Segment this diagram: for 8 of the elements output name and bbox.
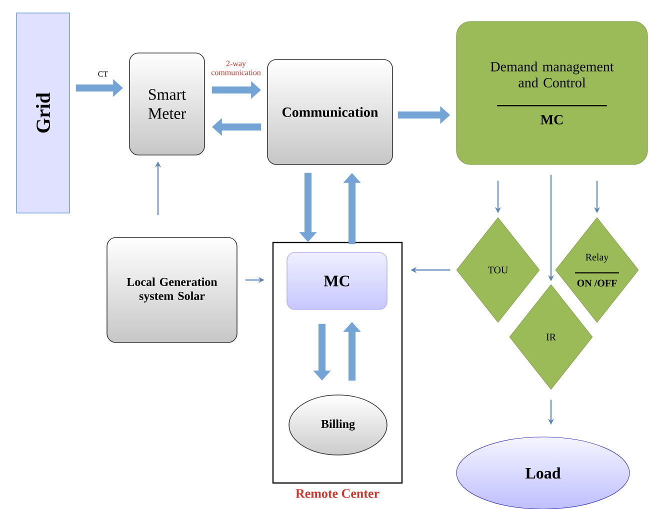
mc-box: MC — [286, 252, 388, 310]
grid-box: Grid — [16, 12, 70, 214]
control-box: Demand management and Control MC — [456, 21, 648, 165]
smart-meter-box: Smart Meter — [129, 52, 205, 156]
edge-label: CT — [98, 71, 108, 77]
edge-label: 2-way communication — [211, 60, 261, 76]
communication-box: Communication — [267, 59, 393, 165]
generation-box: Local Generation system Solar — [106, 237, 238, 343]
